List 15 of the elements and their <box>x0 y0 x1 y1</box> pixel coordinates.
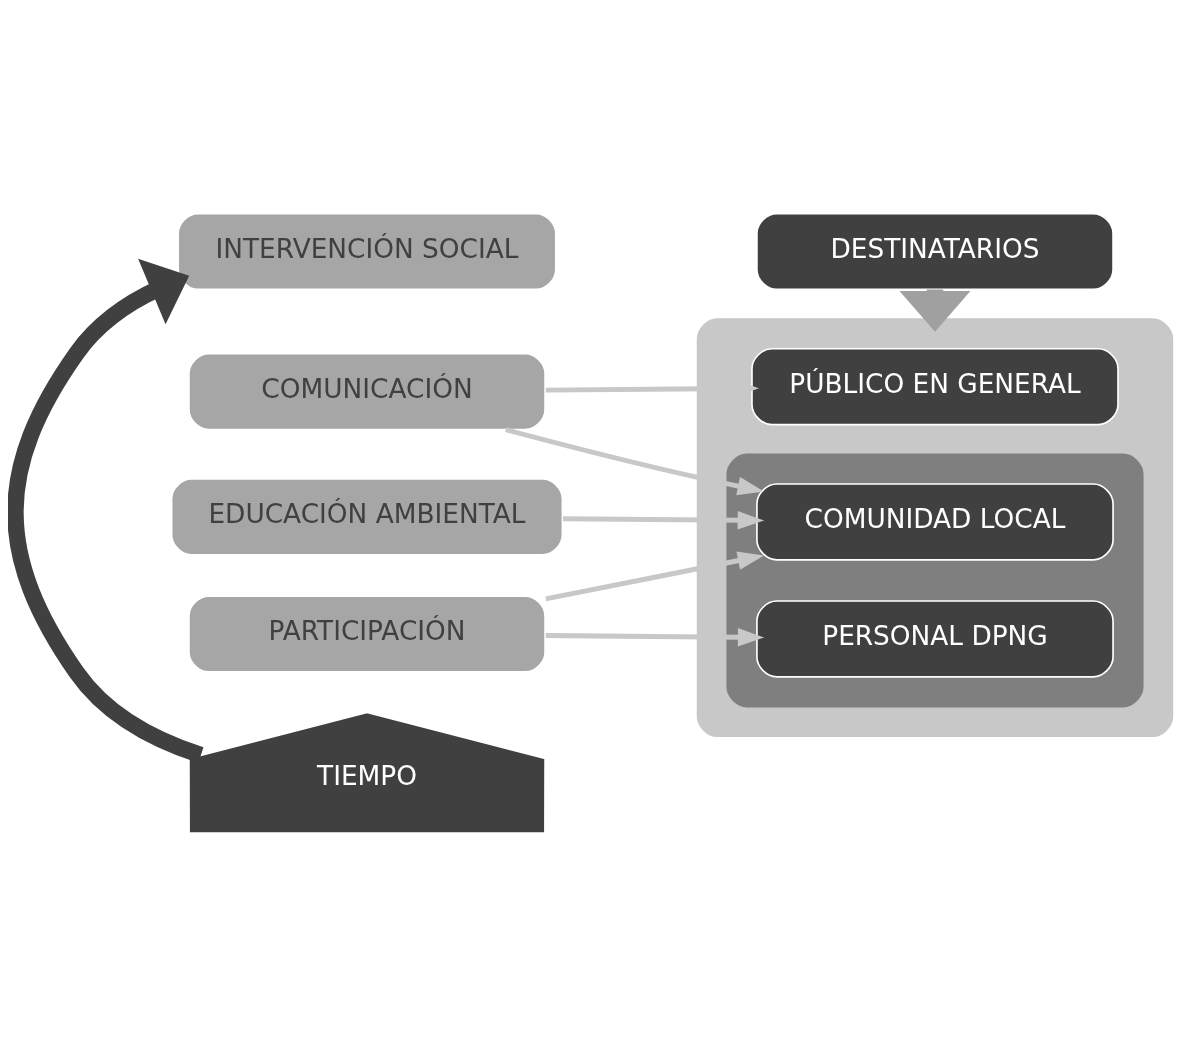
cluster <box>696 318 1174 738</box>
node-box: COMUNIDAD LOCAL <box>756 483 1114 561</box>
node-box: PÚBLICO EN GENERAL <box>751 347 1119 426</box>
node-box: DESTINATARIOS <box>756 212 1114 291</box>
arrow <box>545 628 765 647</box>
arrow <box>562 510 765 530</box>
node-box: COMUNICACIÓN <box>188 352 546 431</box>
arrow <box>505 427 765 496</box>
cluster <box>726 453 1144 708</box>
node-box: EDUCACIÓN AMBIENTAL <box>170 478 564 556</box>
arrow <box>545 551 765 602</box>
node-box: INTERVENCIÓN SOCIAL <box>177 212 557 291</box>
arrow <box>8 258 204 763</box>
node-box: PARTICIPACIÓN <box>188 595 546 673</box>
node-box: PERSONAL DPNG <box>756 600 1114 678</box>
